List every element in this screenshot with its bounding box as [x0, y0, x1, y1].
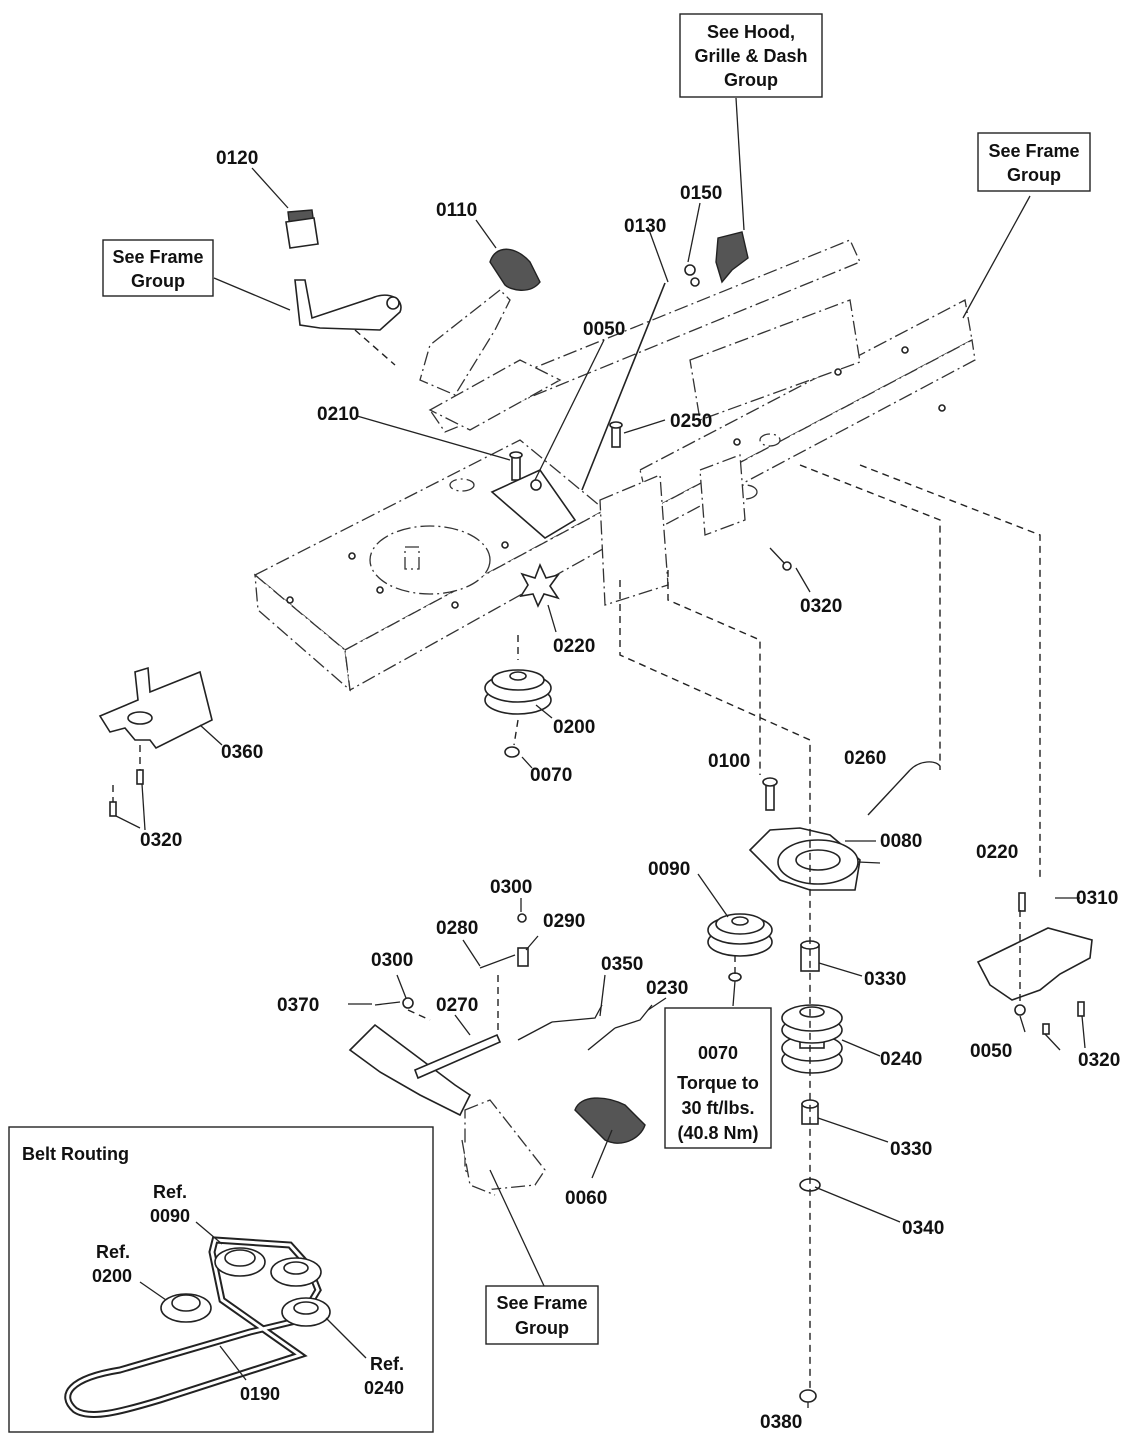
- part-label: 0290: [543, 911, 585, 932]
- part-label: 0280: [436, 918, 478, 939]
- part-label: 0120: [216, 148, 258, 169]
- pedal-grip-0060: [574, 1097, 646, 1144]
- part-label: 0310: [1076, 888, 1118, 909]
- callout-line: Group: [515, 1318, 569, 1338]
- part-label: 0220: [553, 636, 595, 657]
- idler-pulley-0090: [707, 913, 773, 982]
- part-label: 0190: [240, 1384, 280, 1404]
- bolt-0100: [762, 777, 778, 811]
- part-label: 0210: [317, 404, 359, 425]
- bracket-0360: [98, 666, 213, 817]
- part-label: 0260: [844, 748, 886, 769]
- callout-line: Group: [131, 271, 185, 291]
- callout-frame-bottom: See Frame Group: [485, 1285, 599, 1345]
- callout-line: Grille & Dash: [694, 46, 807, 66]
- callout-line: Group: [724, 70, 778, 90]
- part-label: 0320: [1078, 1050, 1120, 1071]
- part-label: 0110: [436, 200, 477, 221]
- shift-lever-0150: [684, 264, 700, 287]
- plate-0050: [490, 468, 577, 539]
- part-label: 0380: [760, 1412, 802, 1433]
- part-label: 0300: [490, 877, 532, 898]
- part-label: 0050: [583, 319, 625, 340]
- fastener-0220: [519, 562, 560, 608]
- clutch-linkage: [348, 913, 546, 1196]
- spring-0260: [867, 761, 941, 816]
- part-label: 0360: [221, 742, 263, 763]
- bolt-0210: [509, 451, 523, 481]
- spring-0350: [517, 1004, 603, 1041]
- part-label: 0220: [976, 842, 1018, 863]
- part-label: 0060: [565, 1188, 607, 1209]
- part-label: 0150: [680, 183, 722, 204]
- shift-rod-0130: [581, 282, 666, 491]
- drive-pedal-arm: [419, 289, 511, 396]
- part-label: 0130: [624, 216, 666, 237]
- part-label: 0230: [646, 978, 688, 999]
- idler-arm-0080: [748, 827, 861, 891]
- assembly-lines: [112, 329, 1041, 1390]
- dash-knob: [715, 231, 749, 284]
- leader-lines: [115, 97, 1086, 1408]
- spring-0230: [587, 1004, 653, 1051]
- nut-0380: [799, 1389, 817, 1403]
- part-label: 0320: [140, 830, 182, 851]
- callout-line: See Frame: [496, 1293, 587, 1313]
- ref-label: Ref.: [153, 1182, 187, 1202]
- part-labels: 0120 0110 0150 0130 0050 0250 0210 0320 …: [140, 148, 1120, 1433]
- ref-label: Ref.: [96, 1242, 130, 1262]
- part-label: 0330: [864, 969, 906, 990]
- callout-torque: 0070 Torque to 30 ft/lbs. (40.8 Nm): [664, 1007, 772, 1149]
- part-label: 0340: [902, 1218, 944, 1239]
- callout-line: 30 ft/lbs.: [681, 1098, 754, 1118]
- part-label: 0330: [890, 1139, 932, 1160]
- callout-line: See Frame: [988, 141, 1079, 161]
- brake-pedal-arm: [294, 279, 402, 331]
- bolt-0320-mid: [769, 547, 792, 571]
- pedal-pad-0110: [489, 248, 541, 291]
- part-label: 0320: [800, 596, 842, 617]
- part-label: 0200: [553, 717, 595, 738]
- belt-routing-inset: Belt Routing Ref. 0090 Ref. 0200 R: [8, 1126, 434, 1433]
- callout-line: See Frame: [112, 247, 203, 267]
- part-label: 0300: [371, 950, 413, 971]
- part-label: 0070: [530, 765, 572, 786]
- callout-line: 0070: [698, 1043, 738, 1063]
- part-label: 0090: [648, 859, 690, 880]
- callout-line: (40.8 Nm): [677, 1123, 758, 1143]
- part-label: 0270: [436, 995, 478, 1016]
- mower-frame: [253, 239, 976, 692]
- part-label: 0240: [880, 1049, 922, 1070]
- callout-line: Group: [1007, 165, 1061, 185]
- ref-label: 0090: [150, 1206, 190, 1226]
- callout-frame-top-right: See Frame Group: [977, 132, 1091, 192]
- bolt-0250: [609, 421, 623, 448]
- ref-label: 0200: [92, 1266, 132, 1286]
- callout-frame-top-left: See Frame Group: [102, 239, 214, 297]
- part-label: 0100: [708, 751, 750, 772]
- part-label: 0050: [970, 1041, 1012, 1062]
- part-label: 0080: [880, 831, 922, 852]
- bracket-0310: [976, 892, 1093, 1035]
- inset-pulley-0240-top: [270, 1257, 322, 1287]
- ref-label: 0240: [364, 1378, 404, 1398]
- inset-pulley-0090: [214, 1247, 266, 1277]
- callout-line: See Hood,: [707, 22, 795, 42]
- callout-hood-grille-dash: See Hood, Grille & Dash Group: [679, 13, 823, 98]
- double-pulley-0240: [781, 1004, 843, 1074]
- inset-pulley-0240-bottom: [281, 1297, 331, 1327]
- part-label: 0250: [670, 411, 712, 432]
- idler-pulley-0200: [484, 669, 552, 758]
- part-label: 0350: [601, 954, 643, 975]
- belt-routing-title: Belt Routing: [22, 1144, 129, 1164]
- part-label: 0370: [277, 995, 319, 1016]
- ref-label: Ref.: [370, 1354, 404, 1374]
- inset-pulley-0200: [160, 1293, 212, 1323]
- callout-line: Torque to: [677, 1073, 759, 1093]
- pedal-pad-0120: [285, 209, 319, 249]
